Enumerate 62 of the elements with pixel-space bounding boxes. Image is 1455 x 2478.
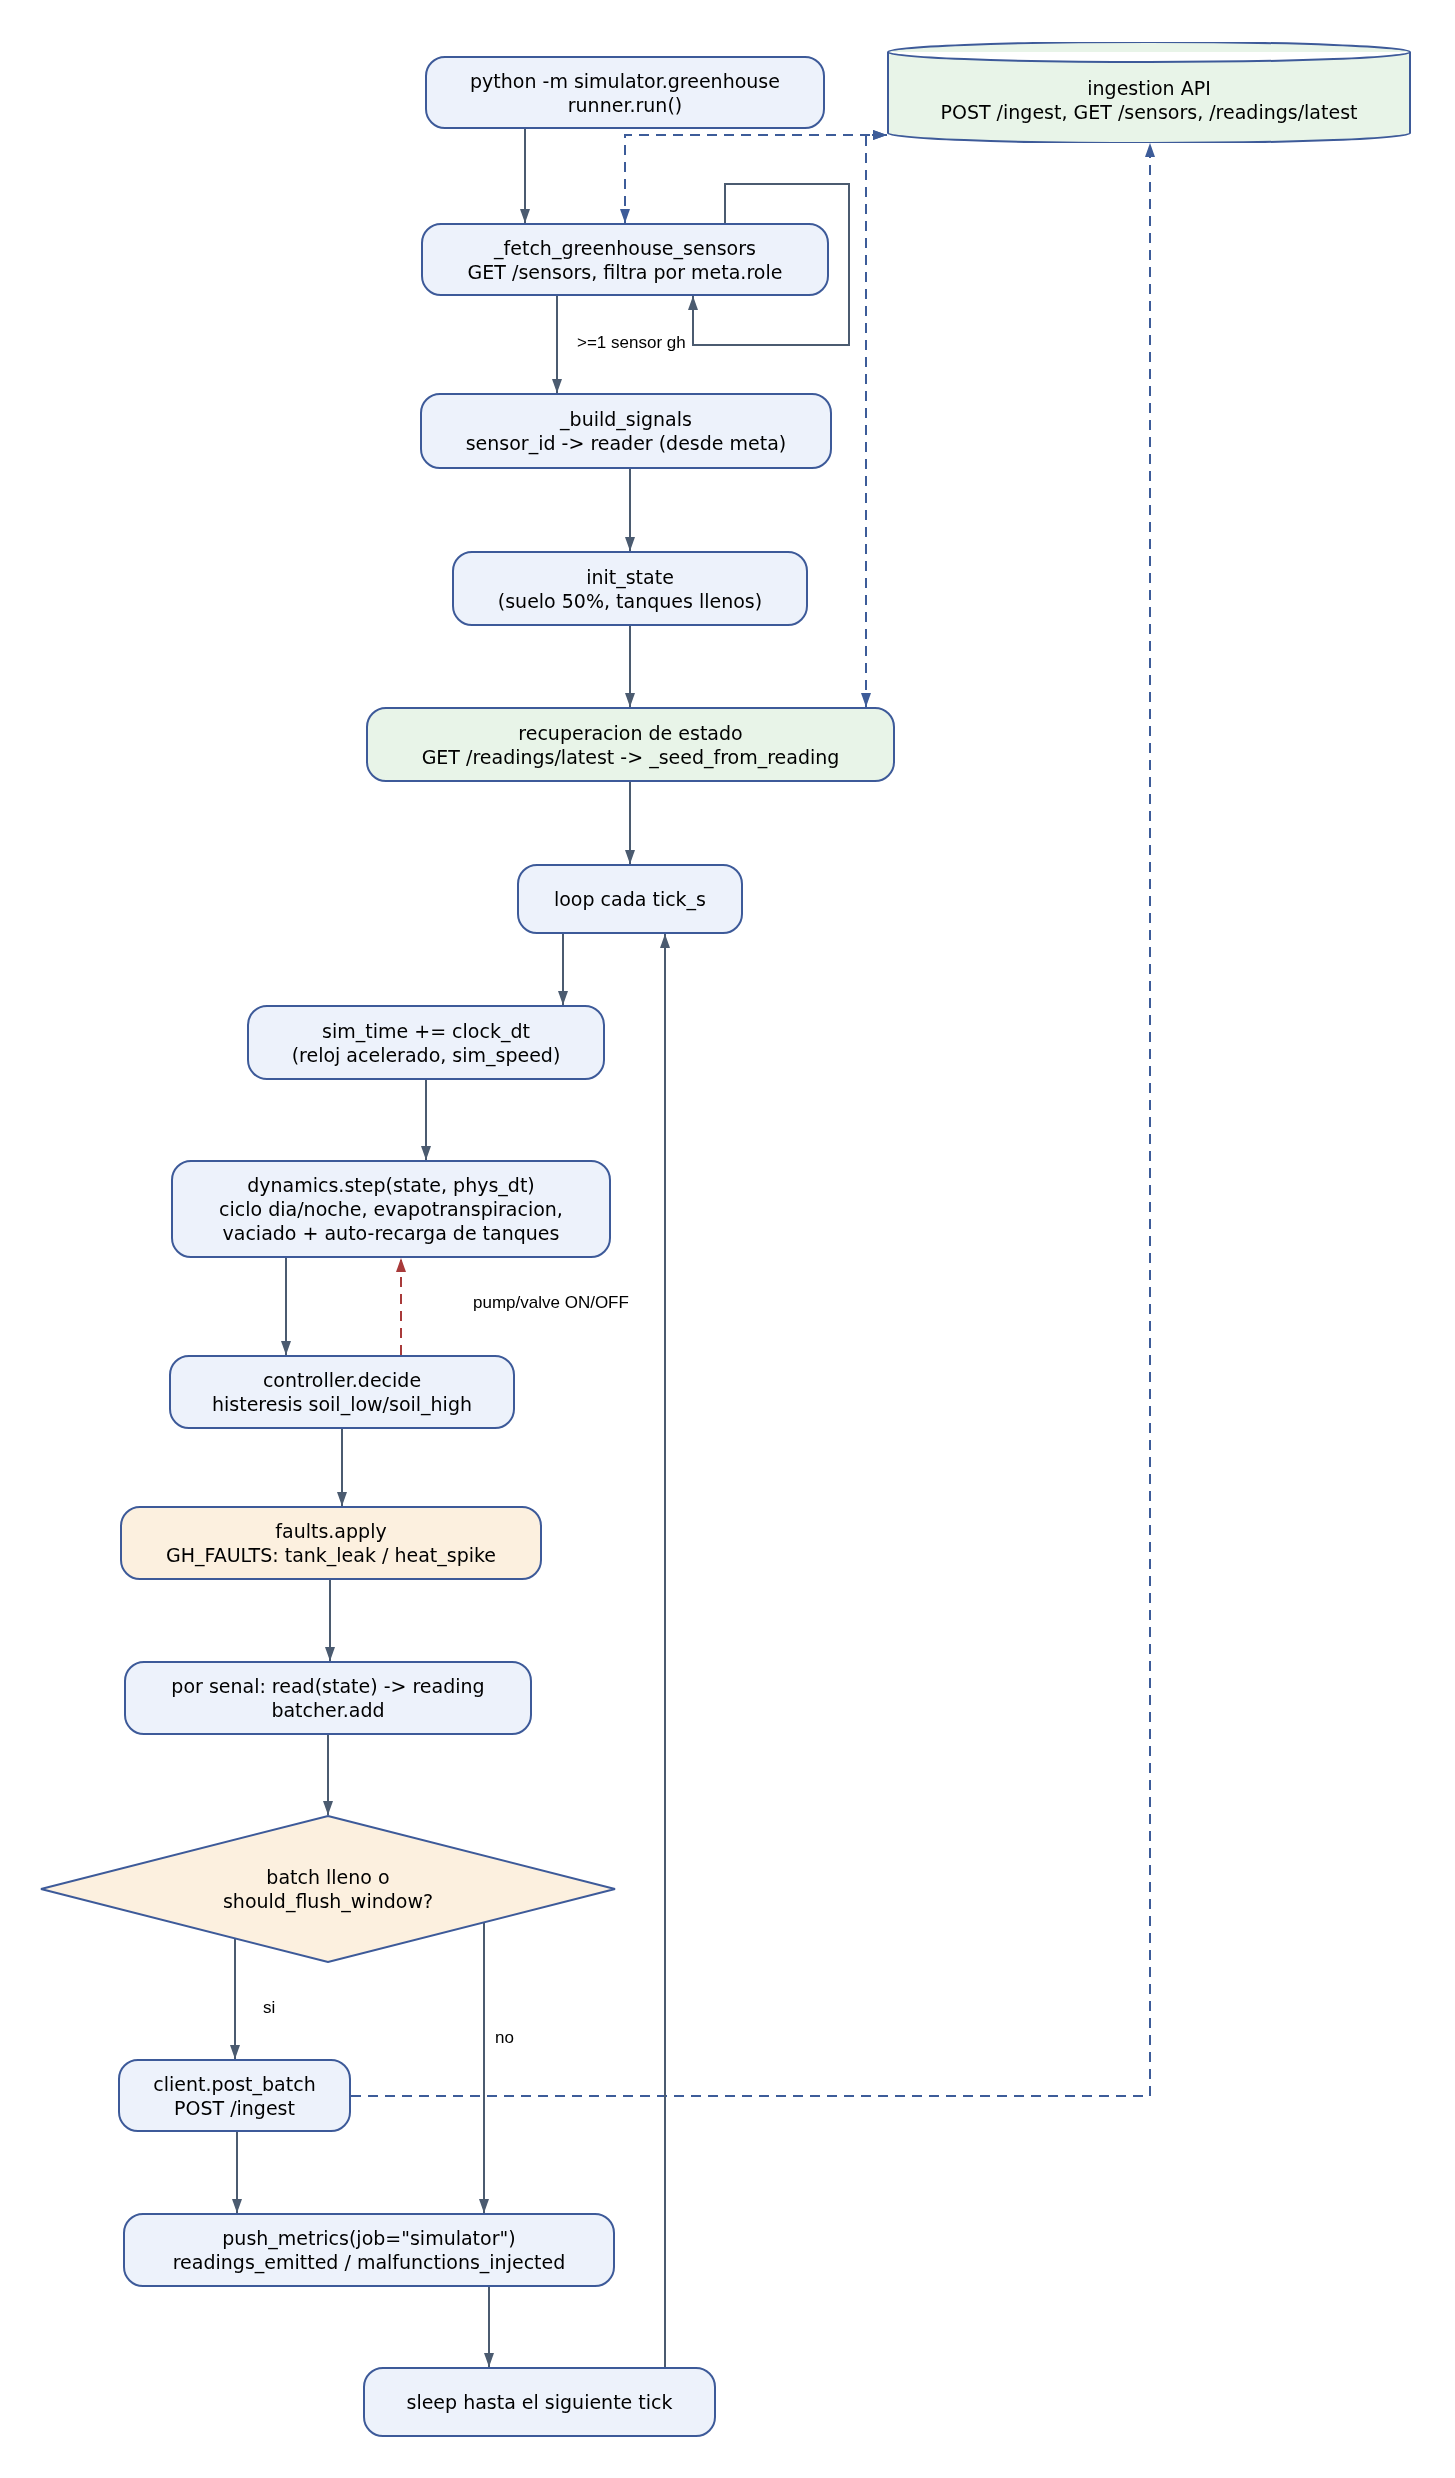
node-text: readings_emitted / malfunctions_injected bbox=[172, 2250, 566, 2274]
dashed-arrow bbox=[350, 142, 1155, 2097]
arrow bbox=[625, 468, 635, 552]
arrow bbox=[421, 1079, 431, 1161]
arrow bbox=[520, 128, 530, 224]
node-text: batcher.add bbox=[271, 1698, 385, 1722]
node-heading: init_state bbox=[586, 564, 674, 589]
process-box bbox=[452, 551, 808, 626]
node-heading: python -m simulator.greenhouse bbox=[470, 68, 780, 93]
node-text: (suelo 50%, tanques llenos) bbox=[497, 589, 763, 613]
node-heading: push_metrics(job="simulator") bbox=[222, 2226, 516, 2250]
node-text: GH_FAULTS: tank_leak / heat_spike bbox=[166, 1543, 496, 1567]
process-box bbox=[169, 1355, 515, 1429]
process-box bbox=[118, 2059, 351, 2132]
arrow bbox=[323, 1734, 333, 1816]
node-text: sleep hasta el siguiente tick bbox=[406, 2390, 673, 2414]
process-box bbox=[171, 1160, 611, 1258]
process-box bbox=[120, 1506, 542, 1580]
arrow bbox=[558, 933, 568, 1006]
arrow bbox=[625, 625, 635, 708]
arrow bbox=[281, 1257, 291, 1356]
process-box bbox=[247, 1005, 605, 1080]
arrow bbox=[625, 781, 635, 865]
process-box bbox=[420, 393, 832, 469]
arrow bbox=[325, 1579, 335, 1662]
process-box bbox=[421, 223, 829, 296]
node-text: loop cada tick_s bbox=[553, 887, 706, 911]
decision-text: batch lleno o should_flush_window? bbox=[221, 1865, 435, 1913]
node-heading: faults.apply bbox=[275, 1519, 387, 1543]
node-text: POST /ingest bbox=[174, 2096, 295, 2120]
node-heading: controller.decide bbox=[262, 1368, 422, 1392]
process-box bbox=[363, 2367, 716, 2437]
node-heading: recuperacion de estado bbox=[518, 720, 743, 745]
arrow bbox=[230, 1938, 240, 2060]
process-box bbox=[123, 2213, 615, 2287]
arrow bbox=[484, 2286, 494, 2368]
node-text: GET /sensors, filtra por meta.role bbox=[467, 260, 783, 284]
node-text: POST /ingest, GET /sensors, /readings/latest bbox=[940, 99, 1358, 124]
arrow bbox=[660, 933, 670, 2368]
node-heading: por senal: read(state) -> reading bbox=[171, 1674, 485, 1698]
process-box bbox=[425, 56, 825, 129]
node-text: histeresis soil_low/soil_high bbox=[212, 1392, 472, 1416]
arrow bbox=[337, 1428, 347, 1507]
node-heading: sim_time += clock_dt bbox=[322, 1018, 530, 1043]
node-heading: dynamics.step(state, phys_dt) bbox=[247, 1173, 535, 1197]
node-text: GET /readings/latest -> _seed_from_reading bbox=[421, 744, 840, 769]
arrow bbox=[479, 1921, 489, 2214]
node-heading: _build_signals bbox=[560, 407, 692, 431]
node-text: ciclo dia/noche, evapotranspiracion, vaciado + auto-recarga de tanques bbox=[218, 1197, 564, 1245]
dashed-arrow bbox=[396, 1257, 406, 1356]
process-box bbox=[124, 1661, 532, 1735]
process-box bbox=[366, 707, 895, 782]
arrow bbox=[232, 2131, 242, 2214]
node-text: sensor_id -> reader (desde meta) bbox=[465, 431, 787, 455]
loop-arrow bbox=[688, 183, 850, 346]
node-text: (reloj acelerado, sim_speed) bbox=[291, 1043, 561, 1067]
node-heading: client.post_batch bbox=[153, 2071, 316, 2096]
process-box bbox=[517, 864, 743, 934]
node-heading: ingestion API bbox=[1087, 75, 1211, 100]
arrow bbox=[552, 295, 562, 394]
node-text: runner.run() bbox=[567, 92, 683, 117]
node-heading: _fetch_greenhouse_sensors bbox=[494, 235, 756, 260]
